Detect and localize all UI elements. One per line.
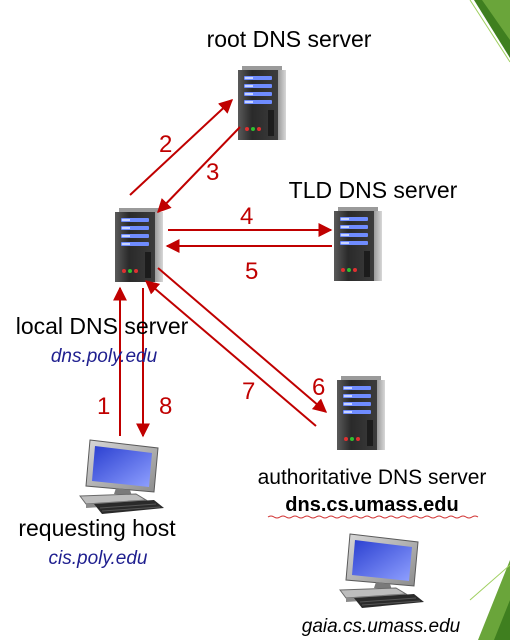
tld-server-label: TLD DNS server <box>289 177 458 203</box>
requesting-host-hostname: cis.poly.edu <box>49 548 148 569</box>
auth-server-icon <box>337 376 385 450</box>
spellcheck-underline <box>267 515 479 519</box>
arrow-step-7 <box>144 280 317 427</box>
step-number: 1 <box>97 393 110 420</box>
auth-server-hostname: dns.cs.umass.edu <box>285 494 458 516</box>
auth-server-label: authoritative DNS server <box>258 466 487 489</box>
gaia-host-hostname: gaia.cs.umass.edu <box>302 616 461 637</box>
step-number: 4 <box>240 203 253 230</box>
step-number: 3 <box>206 159 219 186</box>
step-number: 5 <box>245 258 258 285</box>
requesting-host-computer-icon <box>79 439 165 514</box>
tld-server-icon <box>334 207 382 281</box>
step-number: 8 <box>159 393 172 420</box>
requesting-host-label: requesting host <box>18 515 176 541</box>
local-server-hostname: dns.poly.edu <box>51 346 158 367</box>
query-arrows <box>113 99 333 438</box>
arrow-step-6 <box>157 267 328 413</box>
local-server-label: local DNS server <box>16 313 189 339</box>
local-server-icon <box>115 208 163 282</box>
gaia-host-computer-icon <box>339 533 425 608</box>
step-number: 7 <box>242 378 255 405</box>
arrow-step-2 <box>129 99 234 196</box>
step-number: 2 <box>159 131 172 158</box>
root-server-label: root DNS server <box>207 26 372 52</box>
root-server-icon <box>238 66 286 140</box>
arrow-step-3 <box>157 126 241 214</box>
slide-accent-decoration <box>469 0 510 640</box>
step-number: 6 <box>312 374 325 401</box>
